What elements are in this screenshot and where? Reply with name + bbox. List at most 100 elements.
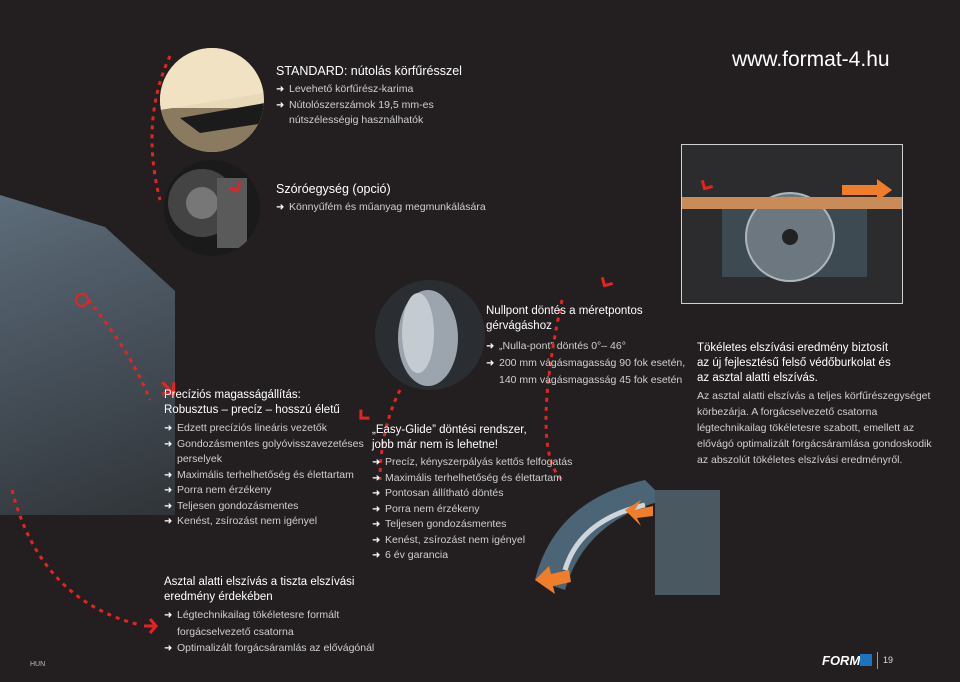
extraction-body-line: Az asztal alatti elszívás a teljes körfű… <box>697 390 931 402</box>
page-divider <box>877 652 878 669</box>
extraction-title-2: az új fejlesztésű felső védőburkolat és <box>697 357 891 369</box>
arrow-right-icon: ➜ <box>276 84 285 95</box>
extraction-body-line: az abszolút tökéletes elszívási eredmény… <box>697 454 903 466</box>
list-item-label: Edzett precíziós lineáris vezetők <box>177 422 327 434</box>
arrow-right-icon: ➜ <box>276 99 285 111</box>
list-item-label: Kenést, zsírozást nem igényel <box>385 533 526 546</box>
nullpoint-title-2: gérvágáshoz <box>486 320 552 332</box>
format4-logo: FORMAT <box>822 650 878 670</box>
arrow-right-icon: ➜ <box>164 485 173 496</box>
underneath-block: Asztal alatti elszívás a tiszta elszívás… <box>164 575 374 657</box>
arrow-right-icon: ➜ <box>164 516 173 527</box>
extraction-block: Tökéletes elszívási eredmény biztosít az… <box>697 341 932 468</box>
list-item-label: Optimalizált forgácsáramlás az elővágóná… <box>177 642 375 654</box>
easy-glide-title-2: jobb már nem is lehetne! <box>372 439 498 451</box>
list-item-continuation: perselyek <box>177 453 222 465</box>
arrow-right-icon: ➜ <box>372 550 381 561</box>
arrow-right-icon: ➜ <box>164 500 173 512</box>
list-item-label: Teljesen gondozásmentes <box>177 499 299 512</box>
arrow-right-icon: ➜ <box>372 534 381 546</box>
list-item: ➜ Pontosan állítható döntés <box>372 486 572 502</box>
list-item-continuation: forgácselvezető csatorna <box>177 626 294 638</box>
arrow-right-icon: ➜ <box>486 341 495 352</box>
list-item: ➜ Gondozásmentes golyóvisszavezetéses <box>164 437 364 453</box>
list-item: ➜ Teljesen gondozásmentes <box>372 517 572 533</box>
arrow-right-icon: ➜ <box>164 643 173 654</box>
easy-glide-photo <box>535 480 720 595</box>
list-item-label: 200 mm vágásmagasság 90 fok esetén, <box>499 357 686 369</box>
height-adjust-photo <box>0 195 175 515</box>
nullpoint-title-1: Nullpont döntés a méretpontos <box>486 305 643 317</box>
list-item-label: „Nulla-pont” döntés 0°– 46° <box>499 340 626 352</box>
easy-glide-block: „Easy-Glide” döntési rendszer, jobb már … <box>372 423 572 564</box>
list-item-label: Levehető körfűrész-karima <box>289 83 414 95</box>
nullpoint-photo <box>375 280 485 390</box>
list-item-label: Precíz, kényszerpályás kettős felfogatás <box>385 456 573 468</box>
list-item-label: Kenést, zsírozást nem igényel <box>177 515 318 527</box>
arrow-right-icon: ➜ <box>372 503 381 515</box>
standard-block: STANDARD: nútolás körfűrésszel ➜ Levehető… <box>276 64 462 129</box>
arrow-right-icon: ➜ <box>372 488 381 499</box>
arrow-right-icon: ➜ <box>372 457 381 468</box>
list-item: ➜ „Nulla-pont” döntés 0°– 46° <box>486 338 685 355</box>
arrow-right-icon: ➜ <box>372 472 381 484</box>
extraction-title-1: Tökéletes elszívási eredmény biztosít <box>697 342 889 354</box>
list-item-label: Pontosan állítható döntés <box>385 487 504 499</box>
list-item-label: Porra nem érzékeny <box>385 502 480 515</box>
standard-title: STANDARD: nútolás körfűrésszel <box>276 64 462 78</box>
list-item: ➜ Optimalizált forgácsáramlás az elővágón… <box>164 640 374 657</box>
arrow-right-icon: ➜ <box>164 610 173 621</box>
website-url: www.format-4.hu <box>732 48 890 71</box>
list-item-label: Légtechnikailag tökéletesre formált <box>177 609 340 621</box>
list-item: ➜ Porra nem érzékeny <box>164 483 364 499</box>
arrow-right-icon: ➜ <box>276 202 285 213</box>
list-item-label: Könnyűfém és műanyag megmunkálására <box>289 201 486 213</box>
extraction-title-3: az asztal alatti elszívás. <box>697 372 818 384</box>
list-item-label: Maximális terhelhetőség és élettartam <box>177 468 354 481</box>
underneath-title-2: eredmény érdekében <box>164 591 273 603</box>
arrow-right-icon: ➜ <box>164 423 173 434</box>
easy-glide-title-1: „Easy-Glide” döntési rendszer, <box>372 424 527 436</box>
height-title-2: Robusztus – precíz – hosszú életű <box>164 404 340 416</box>
list-item: ➜ Maximális terhelhetőség és élettartam <box>372 471 572 487</box>
list-item-continuation: 140 mm vágásmagasság 45 fok esetén <box>499 374 683 386</box>
list-item: ➜ Levehető körfűrész-karima <box>276 82 462 98</box>
scorer-block: Szóróegység (opció) ➜ Könnyűfém és műanya… <box>276 182 486 216</box>
extraction-body-line: elővágó optimalizált forgácsáramlása gon… <box>697 438 932 450</box>
list-item-label: Maximális terhelhetőség és élettartam <box>385 471 562 484</box>
format4-logo-mark: FORMAT <box>822 653 878 668</box>
scorer-photo <box>164 160 260 256</box>
extraction-photo <box>681 144 903 304</box>
arrow-right-icon: ➜ <box>164 469 173 481</box>
extraction-body-line: légtechnikailag tökéletesre szabott, eme… <box>697 422 915 434</box>
height-title-1: Precíziós magasságállítás: <box>164 389 301 401</box>
list-item: ➜ Teljesen gondozásmentes <box>164 499 364 515</box>
list-item-label: Porra nem érzékeny <box>177 484 272 496</box>
list-item-continuation: nútszélességig használhatók <box>289 114 424 126</box>
list-item-label: Teljesen gondozásmentes <box>385 518 507 530</box>
list-item: ➜ Porra nem érzékeny <box>372 502 572 518</box>
list-item: ➜ Könnyűfém és műanyag megmunkálására <box>276 200 486 216</box>
list-item: ➜ Maximális terhelhetőség és élettartam <box>164 468 364 484</box>
language-label: HUN <box>30 661 46 668</box>
grooving-photo <box>160 48 264 152</box>
underneath-title-1: Asztal alatti elszívás a tiszta elszívás… <box>164 576 355 588</box>
list-item: ➜ 6 év garancia <box>372 548 572 564</box>
height-adjust-block: Precíziós magasságállítás: Robusztus – p… <box>164 388 364 530</box>
arrow-right-icon: ➜ <box>164 438 173 450</box>
list-item-label: Gondozásmentes golyóvisszavezetéses <box>177 437 364 450</box>
page-number: 19 <box>883 655 894 665</box>
list-item-label: 6 év garancia <box>385 549 449 561</box>
list-item: ➜ Kenést, zsírozást nem igényel <box>372 533 572 549</box>
list-item: ➜ Légtechnikailag tökéletesre formált <box>164 607 374 624</box>
arrow-right-icon: ➜ <box>372 519 381 530</box>
scorer-title: Szóróegység (opció) <box>276 182 391 196</box>
list-item: ➜ Precíz, kényszerpályás kettős felfogatá… <box>372 455 572 471</box>
arrow-right-icon: ➜ <box>486 358 495 369</box>
list-item: ➜ Kenést, zsírozást nem igényel <box>164 514 364 530</box>
list-item: ➜ Edzett precíziós lineáris vezetők <box>164 421 364 437</box>
nullpoint-block: Nullpont döntés a méretpontos gérvágásho… <box>486 304 685 389</box>
list-item: ➜ 200 mm vágásmagasság 90 fok esetén, <box>486 355 685 372</box>
extraction-body-line: körbezárja. A forgácselvezető csatorna <box>697 406 878 418</box>
list-item: ➜Nútolószerszámok 19,5 mm-es <box>276 98 462 114</box>
